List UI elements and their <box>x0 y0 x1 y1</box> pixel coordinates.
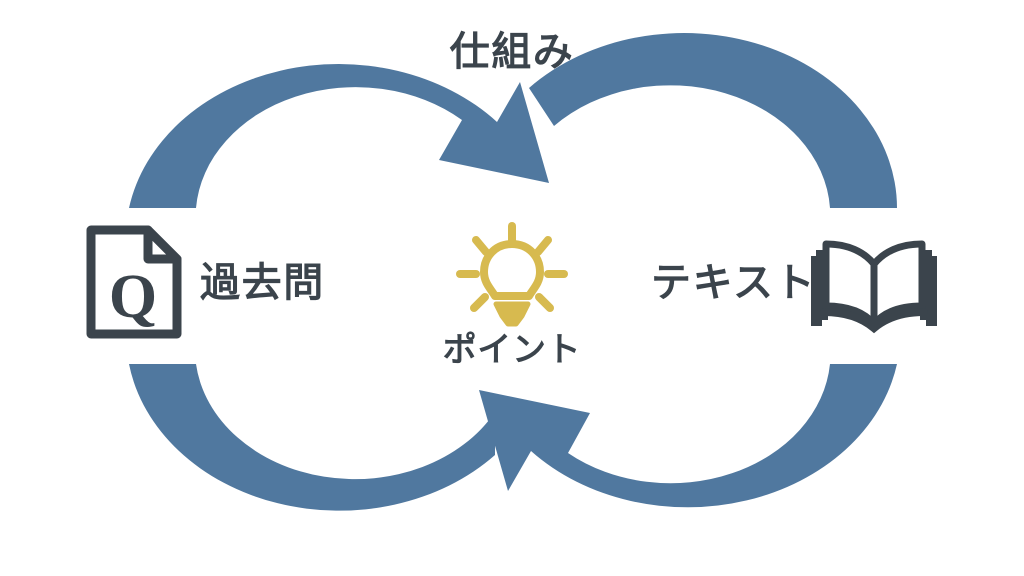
document-letter-q: Q <box>109 263 157 331</box>
right-top-arc <box>529 33 897 208</box>
node-label-past-exams: 過去問 <box>200 261 325 305</box>
document-fold-corner <box>143 225 182 264</box>
heading-mechanism: 仕組み <box>449 30 575 74</box>
node-label-textbook: テキスト <box>651 261 817 305</box>
book-right-spine-edge <box>926 256 937 326</box>
lightbulb-icon <box>452 222 572 330</box>
node-label-point: ポイント <box>442 331 582 369</box>
document-q-icon: Q <box>82 221 186 343</box>
lightbulb-glass <box>480 240 544 300</box>
left-top-arrow <box>129 64 549 208</box>
lightbulb-base <box>493 301 531 327</box>
open-book-icon <box>806 228 942 336</box>
book-page-bottom-curve <box>820 308 928 334</box>
book-left-spine-edge <box>811 256 822 326</box>
lightbulb-rays <box>456 222 568 312</box>
right-bottom-arrow <box>479 364 897 508</box>
left-bottom-arc <box>129 364 495 511</box>
